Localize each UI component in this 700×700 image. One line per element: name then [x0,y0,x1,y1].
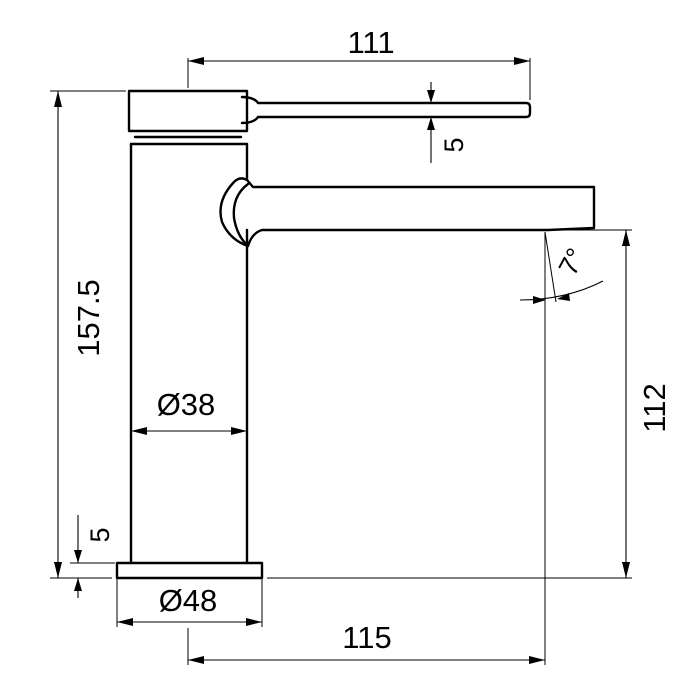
dim-total-height-label: 157.5 [71,279,106,357]
dim-spout-height: 112 [267,229,672,579]
dim-spout-angle: 7° [519,231,604,304]
handle-cap [127,89,249,133]
dim-body-diameter: Ø38 [131,387,247,435]
dim-base-diameter: Ø48 [116,578,263,627]
dim-spout-height-label: 112 [637,383,672,432]
dim-body-diameter-label: Ø38 [157,387,216,422]
dim-spout-angle-label: 7° [553,243,592,280]
dim-base-thickness: 5 [70,515,115,598]
dim-lever-reach: 111 [187,25,531,100]
dim-lever-reach-label: 111 [347,25,394,60]
dim-spout-reach: 115 [187,232,546,665]
lever-arm [240,95,532,125]
dim-spout-reach-label: 115 [342,620,391,655]
spout-joint [232,182,250,248]
dim-lever-thickness-label: 5 [439,137,469,152]
dim-base-thickness-label: 5 [85,527,115,542]
dim-total-height: 157.5 [50,90,126,579]
spout [219,177,596,248]
dim-lever-thickness: 5 [422,82,469,163]
tap-outline [115,89,596,580]
base-plate [115,561,264,580]
dim-base-diameter-label: Ø48 [159,583,218,618]
